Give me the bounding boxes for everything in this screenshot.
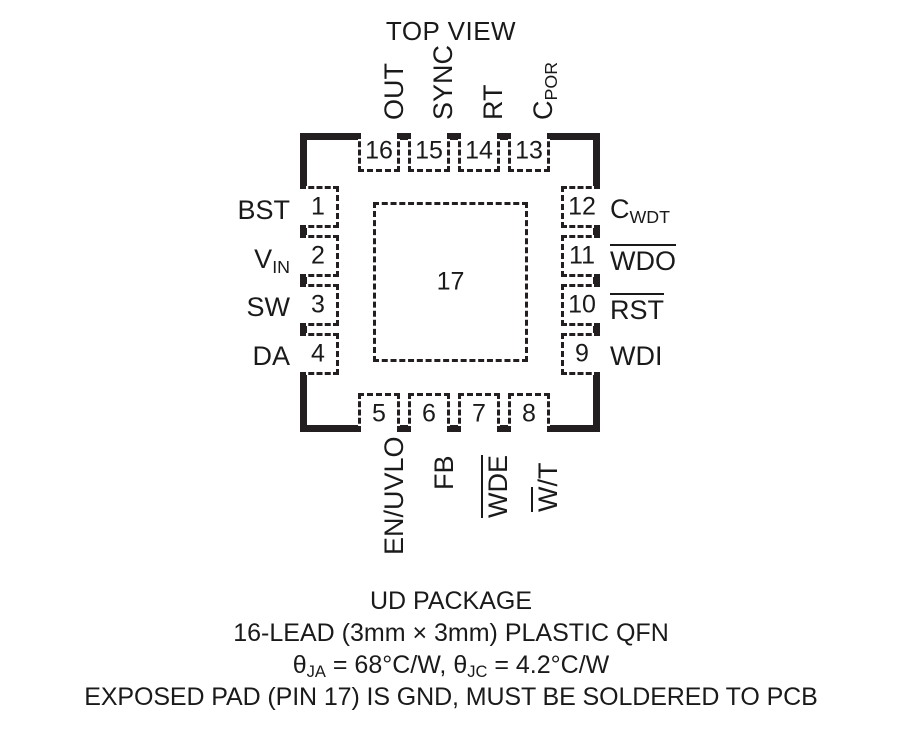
pin-label-rt: RT: [478, 84, 508, 120]
pin-label-w-t: W/T: [531, 462, 563, 512]
caption-exposed-pad-note: EXPOSED PAD (PIN 17) IS GND, MUST BE SOL…: [84, 683, 818, 711]
exposed-pad-number: 17: [436, 267, 465, 296]
pin-pad-12: 12: [561, 186, 600, 228]
pin-label-out: OUT: [379, 63, 409, 120]
pin-label-bst: BST: [237, 195, 290, 225]
pin-label-wdi: WDI: [610, 341, 663, 371]
exposed-pad-pin-17: 17: [373, 202, 528, 362]
pin-label-cpor: CPOR: [528, 61, 561, 120]
pin-pad-7: 7: [458, 393, 500, 432]
pin-pad-5: 5: [358, 393, 400, 432]
pin-pad-9: 9: [561, 333, 600, 375]
pin-label-en-uvlo: EN/UVLO: [379, 436, 409, 555]
caption-package-name: UD PACKAGE: [369, 587, 533, 615]
package-outline: [300, 133, 600, 432]
package-caption: UD PACKAGE 16-LEAD (3mm × 3mm) PLASTIC Q…: [0, 585, 902, 713]
pin-pad-16: 16: [358, 133, 400, 172]
pin-label-rst: RST: [610, 293, 664, 325]
pin-pad-6: 6: [408, 393, 450, 432]
pin-pad-2: 2: [300, 235, 339, 277]
pin-label-sync: SYNC: [428, 44, 458, 120]
caption-thermal-resistance: θJA = 68°C/W, θJC = 4.2°C/W: [292, 651, 610, 682]
pin-label-sw: SW: [246, 292, 291, 322]
pin-label-wdo: WDO: [610, 244, 676, 276]
pin-pad-15: 15: [408, 133, 450, 172]
pin-pad-3: 3: [300, 284, 339, 326]
pin-label-da: DA: [252, 341, 290, 371]
pin-pad-10: 10: [561, 284, 600, 326]
pin-pad-13: 13: [508, 133, 550, 172]
pin-label-cwdt: CWDT: [610, 194, 671, 227]
pin-label-wde: WDE: [481, 455, 513, 518]
pin-label-vin: VIN: [254, 244, 290, 277]
caption-lead-count: 16-LEAD (3mm × 3mm) PLASTIC QFN: [233, 619, 669, 647]
pin-label-fb: FB: [429, 455, 459, 490]
pin-pad-1: 1: [300, 186, 339, 228]
pin-pad-14: 14: [458, 133, 500, 172]
pin-pad-4: 4: [300, 333, 339, 375]
pin-pad-8: 8: [508, 393, 550, 432]
top-view-title: TOP VIEW: [385, 16, 517, 46]
pin-pad-11: 11: [561, 235, 600, 277]
